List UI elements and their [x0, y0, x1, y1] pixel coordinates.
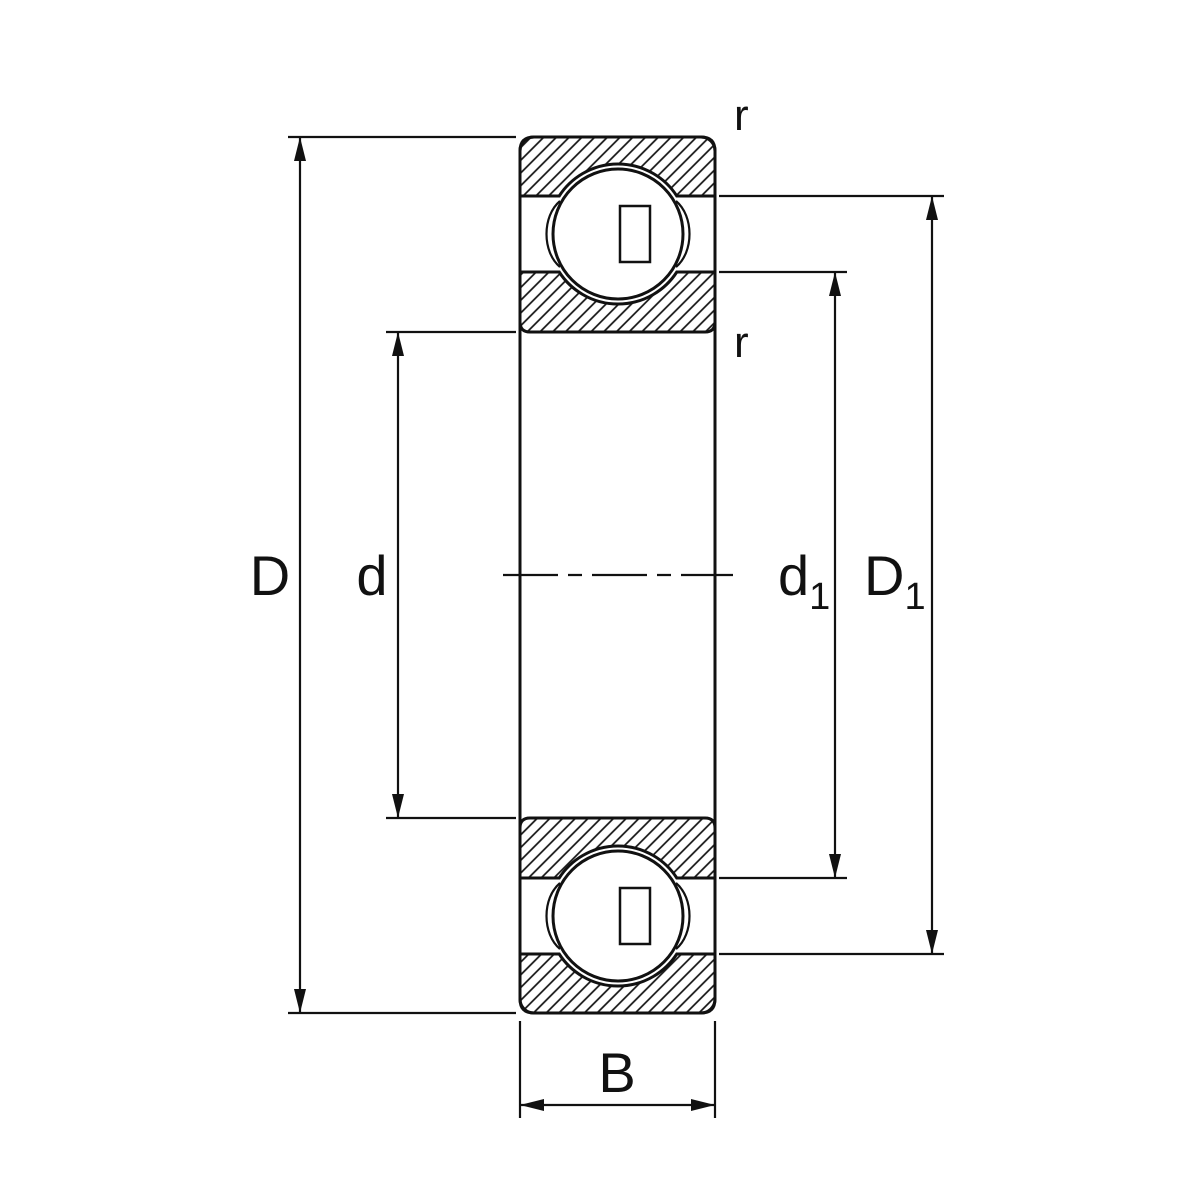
arrowhead-up [392, 332, 404, 356]
dim-label-D: D [250, 544, 290, 607]
inner-ring-bottom-section [518, 816, 717, 880]
dimension-D1 [719, 194, 944, 956]
cage-section-top [618, 204, 652, 264]
dimension-D [288, 135, 516, 1015]
dimension-d1 [719, 270, 847, 880]
inner-ring-top-section [518, 270, 717, 334]
arrowhead-right [691, 1099, 715, 1111]
arrowhead-up [926, 196, 938, 220]
arrowhead-down [294, 989, 306, 1013]
outer-ring-top-section [518, 135, 717, 198]
bearing-cross-section [503, 135, 733, 1015]
dimension-d [386, 330, 516, 820]
arrowhead-down [829, 854, 841, 878]
dim-label-d1: d1 [778, 544, 830, 618]
arrowhead-down [392, 794, 404, 818]
raceway-shoulder-arc [545, 200, 561, 268]
cage-section-bottom [618, 886, 652, 946]
dim-label-D1: D1 [864, 544, 926, 618]
arrowhead-down [926, 930, 938, 954]
dimension-B [518, 1021, 717, 1118]
arrowhead-left [520, 1099, 544, 1111]
raceway-shoulder-arc [675, 200, 691, 268]
dim-label-d: d [356, 544, 387, 607]
ball-top [551, 167, 685, 301]
ball-bottom [551, 849, 685, 983]
dim-label-B: B [598, 1041, 635, 1104]
chamfer-label-r-inner: r [734, 318, 749, 367]
arrowhead-up [294, 137, 306, 161]
chamfer-label-r-outer: r [734, 91, 749, 140]
arrowhead-up [829, 272, 841, 296]
raceway-shoulder-arc [545, 882, 561, 950]
raceway-shoulder-arc [675, 882, 691, 950]
outer-ring-bottom-section [518, 952, 717, 1015]
